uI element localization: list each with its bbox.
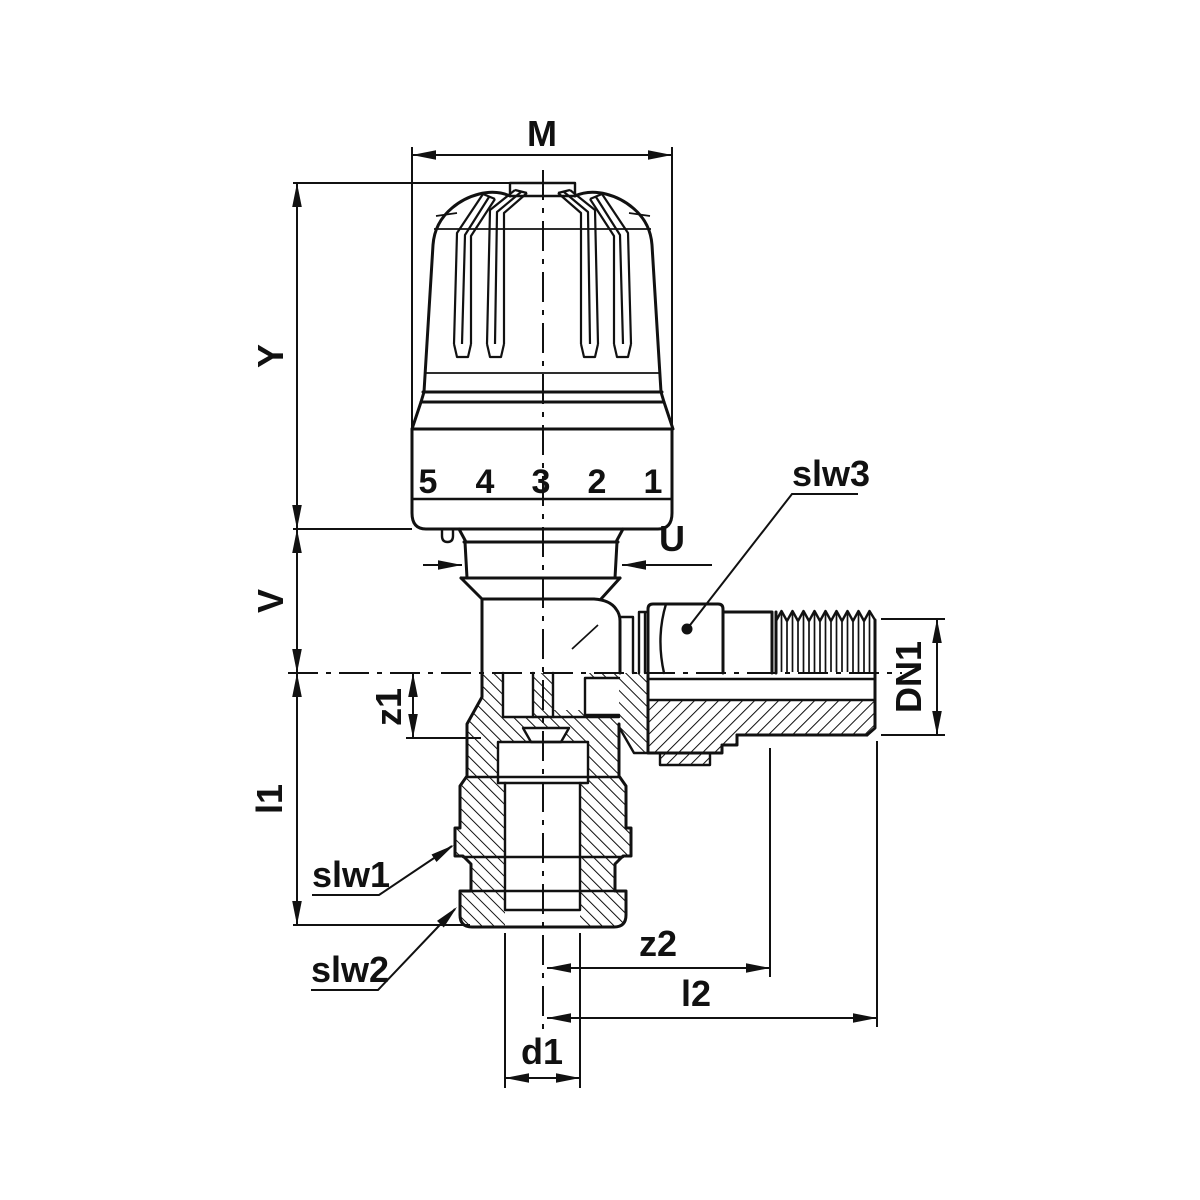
dial-number-5: 5 — [419, 463, 438, 501]
dimension-label-l1: l1 — [249, 784, 290, 814]
callout-slw2: slw2 — [311, 907, 457, 991]
dial-number-3: 3 — [532, 463, 551, 501]
dimensions: M Y V l1 z1 U — [249, 113, 945, 1088]
dimension-label-d1: d1 — [521, 1031, 563, 1072]
dial-number-1: 1 — [644, 463, 663, 501]
dimension-label-z1: z1 — [368, 688, 409, 726]
outlet-arm-section — [617, 671, 877, 767]
dimension-z2: z2 — [547, 748, 771, 977]
centerlines — [288, 170, 902, 1036]
callout-label-slw2: slw2 — [311, 949, 389, 990]
callout-label-slw1: slw1 — [312, 854, 390, 895]
callout-label-slw3: slw3 — [792, 453, 870, 494]
dial-index-pin — [440, 527, 455, 544]
head-ribs — [452, 188, 633, 359]
thread-flanks — [780, 612, 871, 672]
dimension-M: M — [411, 113, 673, 430]
dimension-l2: l2 — [547, 741, 878, 1027]
dimension-label-V: V — [250, 589, 291, 613]
dimension-d1: d1 — [504, 933, 581, 1088]
dimension-label-U: U — [659, 518, 685, 559]
dimension-label-z2: z2 — [639, 923, 677, 964]
callout-slw1: slw1 — [312, 845, 454, 896]
dimension-label-l2: l2 — [681, 973, 711, 1014]
dimension-label-DN1: DN1 — [888, 641, 929, 713]
dimension-z1: z1 — [368, 673, 481, 739]
valve-body-upper — [480, 597, 650, 675]
valve-neck — [457, 527, 625, 601]
dial-number-2: 2 — [588, 463, 607, 501]
callout-slw3: slw3 — [681, 453, 870, 635]
union-nut-slw3 — [646, 602, 725, 675]
dial-number-4: 4 — [476, 463, 495, 501]
dimension-DN1: DN1 — [881, 618, 945, 736]
dimension-label-M: M — [527, 113, 557, 154]
dimension-U: U — [423, 518, 712, 570]
dimension-label-Y: Y — [250, 344, 291, 368]
